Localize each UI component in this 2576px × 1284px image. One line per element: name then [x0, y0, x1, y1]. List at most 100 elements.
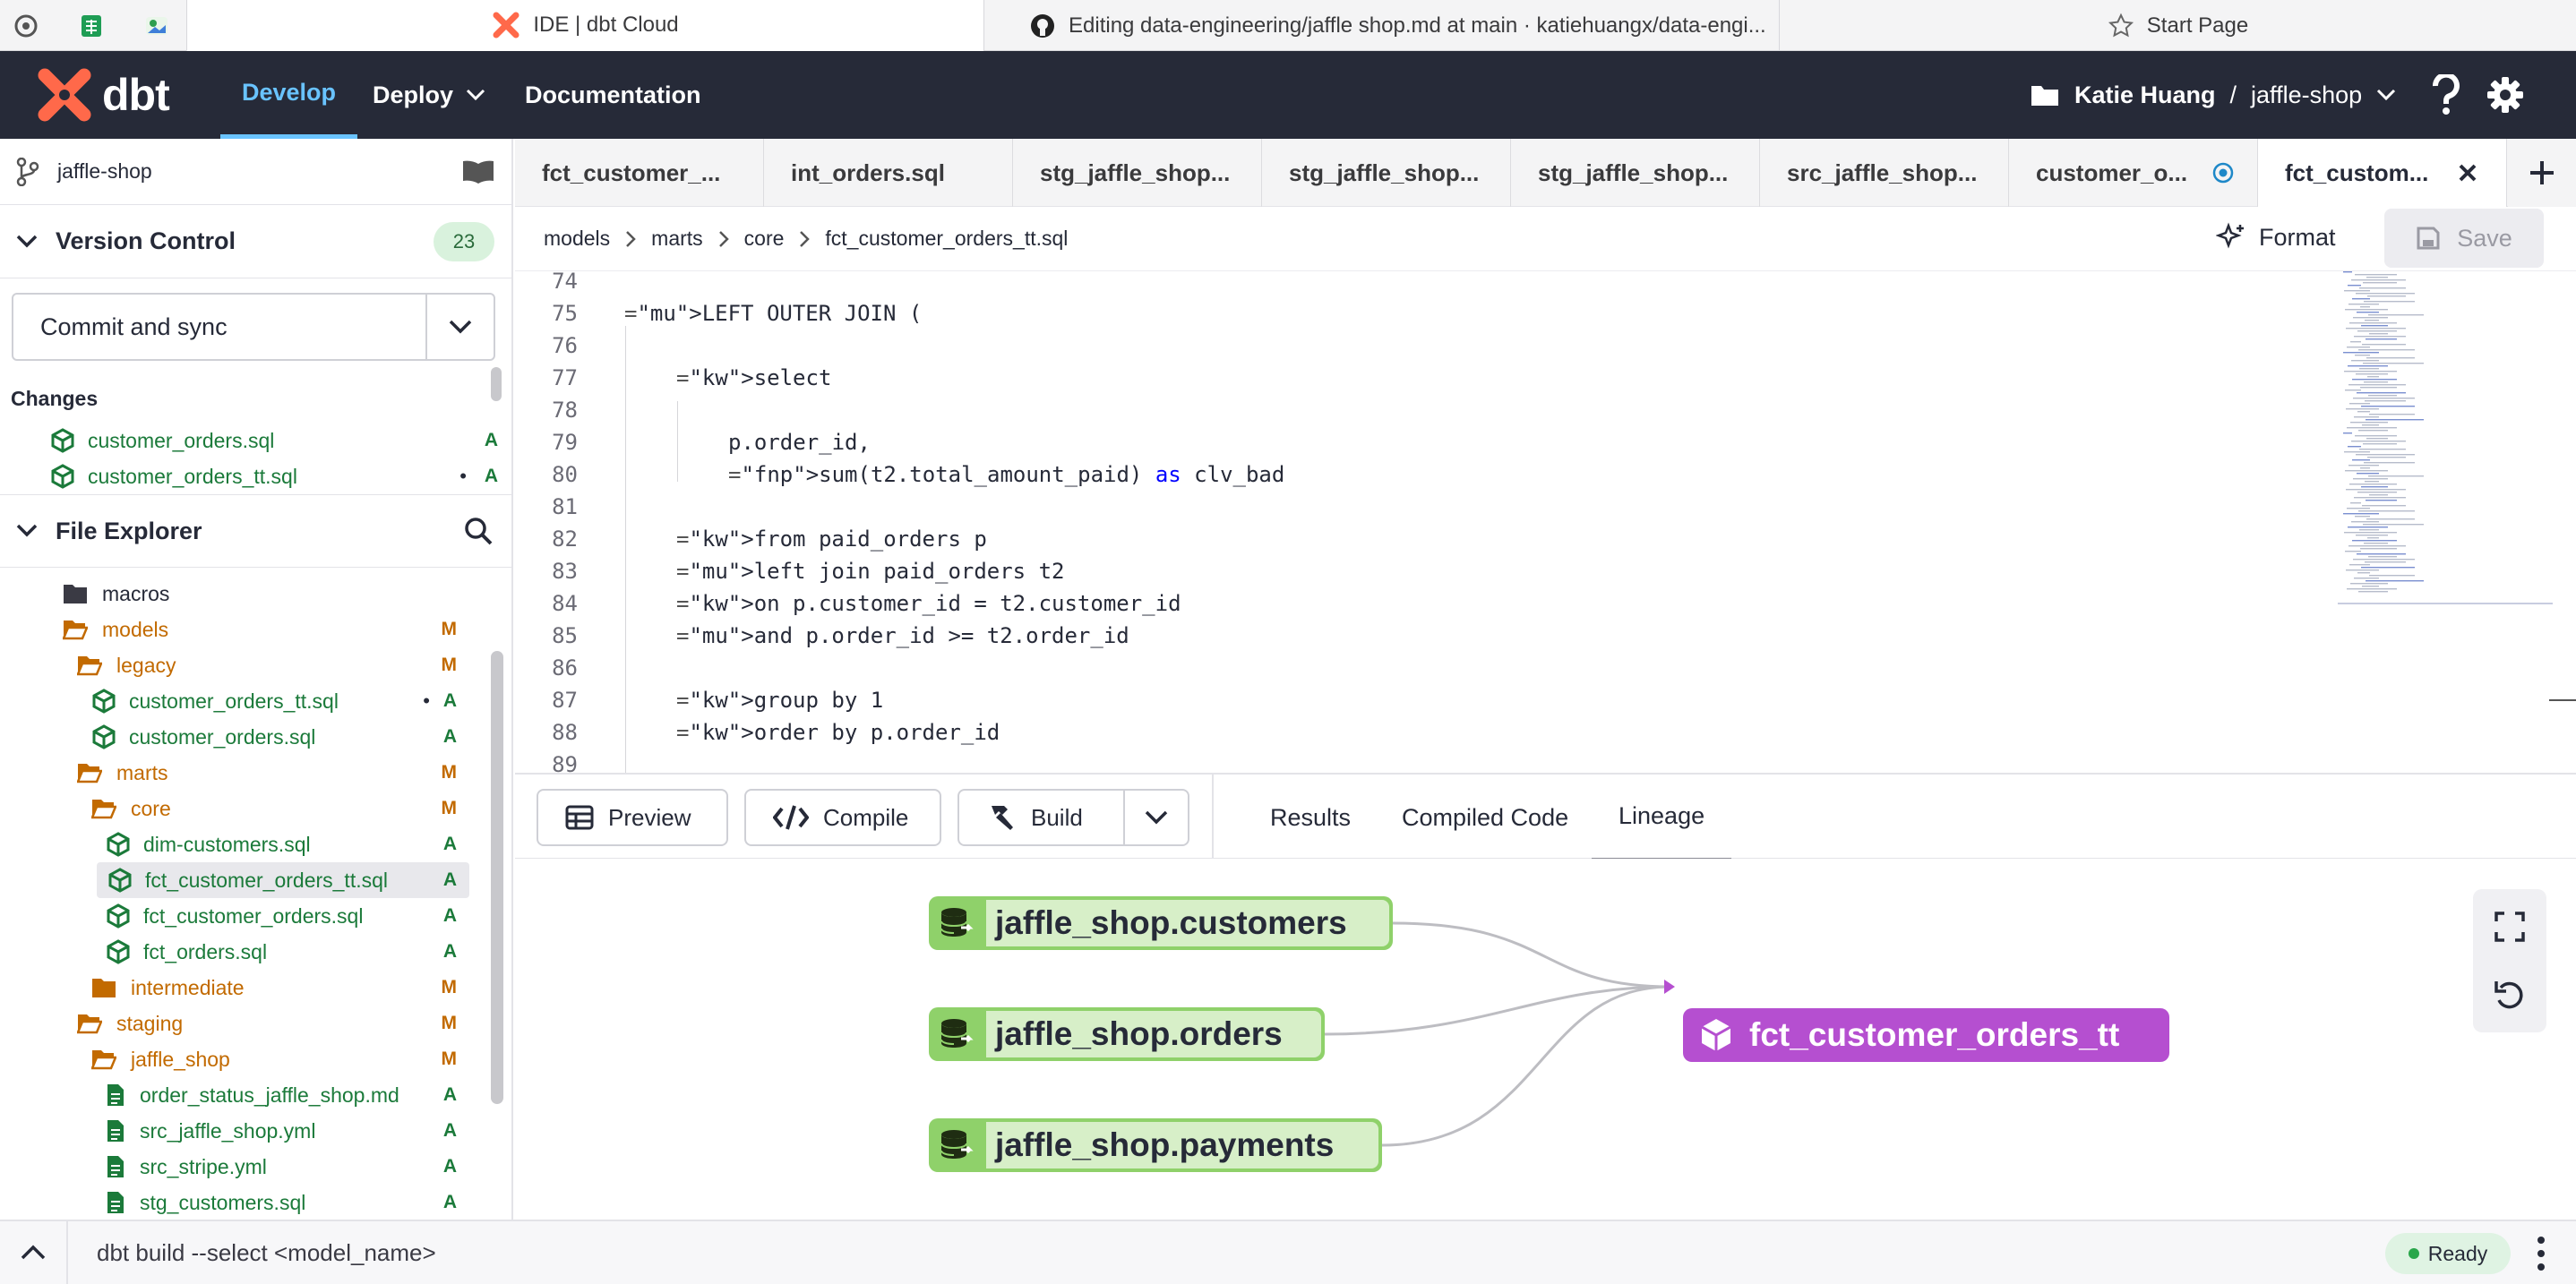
editor-tab[interactable]: fct_customer_...	[515, 139, 764, 207]
project-selector[interactable]: Katie Huang / jaffle-shop	[2030, 51, 2396, 139]
editor-tab[interactable]: stg_jaffle_shop...	[1511, 139, 1760, 207]
editor-tab[interactable]: src_jaffle_shop...	[1760, 139, 2009, 207]
model-cube-icon	[92, 689, 116, 714]
panel-tab[interactable]: Lineage	[1592, 775, 1732, 860]
build-button[interactable]: Build	[957, 789, 1125, 846]
command-input[interactable]: dbt build --select <model_name>	[97, 1238, 436, 1266]
breadcrumb-item[interactable]: models	[544, 227, 611, 250]
chevron-down-icon	[449, 320, 472, 334]
code-text: ="kw">select	[676, 365, 832, 390]
build-options-dropdown[interactable]	[1123, 789, 1189, 846]
file-tree-scrollbar[interactable]	[491, 651, 503, 1104]
file-tree-item[interactable]: macros	[0, 576, 469, 612]
preview-button[interactable]: Preview	[537, 789, 728, 846]
commit-and-sync-button[interactable]: Commit and sync	[13, 295, 427, 359]
new-tab-button[interactable]	[2508, 139, 2576, 207]
project-name: jaffle-shop	[2251, 81, 2363, 108]
panel-tab[interactable]: Compiled Code	[1402, 775, 1568, 860]
more-options-button[interactable]	[2535, 1234, 2547, 1278]
minimap-line	[2366, 419, 2424, 421]
search-icon[interactable]	[464, 517, 493, 545]
lineage-source-node[interactable]: jaffle_shop.payments	[929, 1118, 1382, 1172]
file-tree-item-name: fct_customer_orders.sql	[143, 903, 364, 928]
minimap-line	[2352, 379, 2397, 381]
file-status: A	[442, 690, 457, 711]
settings-button[interactable]	[2486, 76, 2524, 118]
minimap-line	[2346, 489, 2406, 491]
browser-tab-start-page[interactable]: Start Page	[1779, 0, 2576, 51]
lineage-source-node[interactable]: jaffle_shop.customers	[929, 896, 1393, 950]
breadcrumb-item[interactable]: fct_customer_orders_tt.sql	[825, 227, 1069, 250]
minimap-line	[2354, 497, 2406, 499]
minimap-line	[2364, 462, 2415, 464]
minimap-line	[2343, 271, 2352, 273]
editor-tab[interactable]: fct_custom...	[2258, 139, 2507, 207]
code-text: ="kw">on p.customer_id = t2.customer_id	[676, 591, 1181, 616]
compile-button[interactable]: Compile	[744, 789, 941, 846]
change-item[interactable]: customer_orders_tt.sql•A	[50, 458, 498, 494]
panel-tab[interactable]: Results	[1270, 775, 1351, 860]
reset-layout-button[interactable]	[2494, 979, 2526, 1015]
breadcrumb-item[interactable]: marts	[651, 227, 703, 250]
nav-develop-label: Develop	[242, 79, 337, 106]
nav-deploy[interactable]: Deploy	[373, 51, 485, 139]
lineage-model-node[interactable]: fct_customer_orders_tt	[1683, 1008, 2169, 1062]
lineage-source-node[interactable]: jaffle_shop.orders	[929, 1007, 1325, 1061]
file-document-icon	[107, 1120, 124, 1142]
commit-options-dropdown[interactable]	[427, 295, 494, 359]
dbt-logo[interactable]: dbt	[36, 65, 170, 124]
browser-tab-dbt-ide[interactable]: IDE | dbt Cloud	[186, 0, 983, 51]
file-tree-item[interactable]: customer_orders_tt.sql•A	[0, 683, 469, 719]
calendar-pinned-tab[interactable]	[133, 5, 181, 46]
open-book-icon[interactable]	[461, 158, 495, 185]
nav-develop[interactable]: Develop	[220, 51, 358, 139]
version-control-header[interactable]: Version Control 23	[0, 205, 511, 278]
close-icon[interactable]	[2458, 163, 2477, 183]
sheets-pinned-tab[interactable]	[67, 5, 116, 46]
breadcrumb-item[interactable]: core	[743, 227, 785, 250]
fullscreen-button[interactable]	[2494, 911, 2526, 947]
question-mark-icon	[2432, 72, 2460, 115]
browser-tab-github[interactable]: Editing data-engineering/jaffle shop.md …	[983, 0, 1779, 51]
editor-tab[interactable]: stg_jaffle_shop...	[1013, 139, 1262, 207]
minimap-line	[2360, 306, 2370, 308]
code-text: ="mu">and p.order_id >= t2.order_id	[676, 623, 1129, 648]
editor-tab[interactable]: stg_jaffle_shop...	[1262, 139, 1511, 207]
line-number: 85	[552, 623, 578, 648]
chatgpt-pinned-tab[interactable]	[2, 5, 50, 46]
help-button[interactable]	[2431, 72, 2461, 120]
save-label: Save	[2457, 224, 2512, 252]
nav-documentation[interactable]: Documentation	[525, 51, 701, 139]
change-status: A	[484, 466, 498, 486]
format-button[interactable]: Format	[2216, 222, 2336, 253]
code-text: ="mu">left join paid_orders t2	[676, 559, 1065, 584]
expand-console-button[interactable]	[0, 1221, 68, 1284]
chevron-right-icon	[718, 230, 729, 247]
editor-tab[interactable]: int_orders.sql	[764, 139, 1013, 207]
code-minimap[interactable]	[2338, 271, 2553, 612]
file-explorer-header[interactable]: File Explorer	[0, 494, 511, 568]
save-button[interactable]: Save	[2384, 209, 2544, 268]
changes-scrollbar[interactable]	[491, 367, 502, 401]
editor-tab[interactable]: customer_o...	[2009, 139, 2258, 207]
